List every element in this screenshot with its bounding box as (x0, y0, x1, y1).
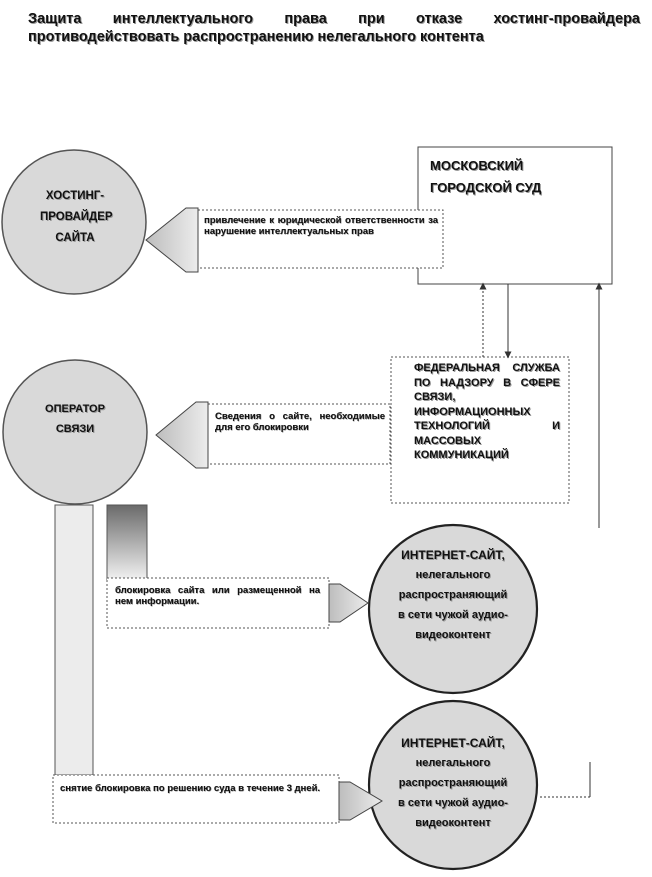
site-1-line-1: ИНТЕРНЕТ-САЙТ, (401, 548, 505, 562)
site-2-label: ИНТЕРНЕТ-САЙТ, нелегального распространя… (380, 733, 526, 833)
site-2-line-3: распространяющий (398, 777, 508, 789)
site-1-line-5: видеоконтент (415, 629, 491, 641)
hosting-provider-circle (1, 149, 147, 295)
operator-label: ОПЕРАТОР СВЯЗИ (45, 403, 105, 435)
site-2-line-1: ИНТЕРНЕТ-САЙТ, (401, 736, 505, 750)
callout-unblocking-text: снятие блокировка по решению суда в тече… (60, 783, 321, 794)
callout-liability-text: привлечение к юридической ответственност… (204, 215, 438, 237)
callout-liability (145, 207, 444, 273)
connector-lines (479, 282, 603, 798)
page-title: Защита интеллектуального права при отказ… (28, 11, 640, 45)
connector-pipes (54, 504, 148, 806)
site-circle-1 (367, 523, 539, 695)
court-box (417, 146, 613, 285)
site-2-line-2: нелегального (415, 757, 491, 769)
agency-label: ФЕДЕРАЛЬНАЯ СЛУЖБА ПО НАДЗОРУ В СФЕРЕ СВ… (414, 362, 560, 461)
court-label: МОСКОВСКИЙ ГОРОДСКОЙ СУД (430, 158, 542, 195)
callout-blocking (106, 577, 369, 629)
site-1-line-2: нелегального (415, 569, 491, 581)
site-1-label: ИНТЕРНЕТ-САЙТ, нелегального распространя… (380, 545, 526, 645)
callout-blocking-text: блокировка сайта или размещенной на нем … (115, 585, 320, 607)
agency-box (390, 356, 570, 504)
site-circle-2 (367, 699, 539, 871)
callout-info (155, 401, 391, 469)
site-2-line-4: в сети чужой аудио- (398, 797, 508, 809)
callout-info-text: Сведения о сайте, необходимые для его бл… (215, 411, 385, 433)
hosting-provider-label: ХОСТИНГ-ПРОВАЙДЕР САЙТА (40, 190, 113, 244)
operator-circle (2, 359, 148, 505)
callout-unblocking (52, 774, 383, 824)
site-1-line-4: в сети чужой аудио- (398, 609, 508, 621)
site-1-line-3: распространяющий (398, 589, 508, 601)
site-2-line-5: видеоконтент (415, 817, 491, 829)
